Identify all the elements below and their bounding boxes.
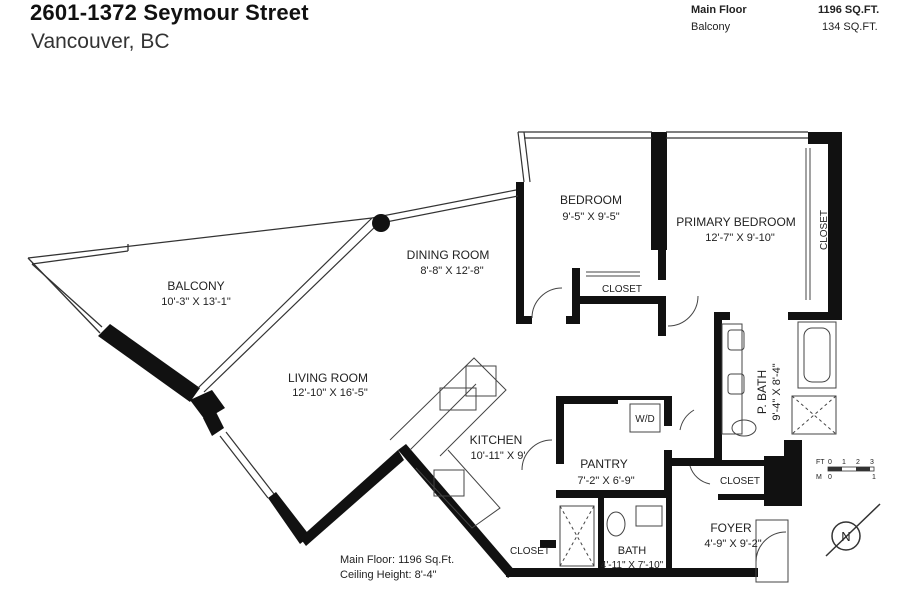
room-foyer-dims: 4'-9" X 9'-2" (704, 538, 761, 550)
svg-text:0: 0 (828, 474, 832, 481)
closet-kitchen-label: CLOSET (510, 546, 550, 557)
room-living-dims: 12'-10" X 16'-5" (292, 387, 368, 399)
closet-foyer-label: CLOSET (720, 476, 760, 487)
svg-text:M: M (816, 474, 822, 481)
structural-column (372, 214, 390, 232)
room-living-name: LIVING ROOM (288, 371, 368, 385)
room-pbath-name: P. BATH (755, 370, 769, 414)
svg-text:3: 3 (870, 459, 874, 466)
room-bath-dims: 4'-11" X 7'-10" (601, 560, 664, 571)
interior-lines (389, 148, 837, 583)
room-balcony-name: BALCONY (167, 279, 224, 293)
room-bath-name: BATH (618, 545, 647, 557)
room-dining-name: DINING ROOM (407, 248, 490, 262)
scale-bar: FT 0 1 2 3 M 0 1 (816, 459, 876, 481)
room-primary-bedroom-dims: 12'-7" X 9'-10" (705, 232, 775, 244)
compass-north-icon: N (825, 503, 881, 557)
closet-bedroom-label: CLOSET (602, 284, 642, 295)
balcony-outline (27, 217, 373, 334)
room-bedroom-name: BEDROOM (560, 193, 622, 207)
washer-dryer-label: W/D (635, 414, 654, 425)
area-value-balcony: 134 SQ.FT. (822, 21, 878, 33)
listing-city: Vancouver, BC (31, 30, 170, 53)
room-kitchen-dims: 10'-11" X 9' (471, 450, 526, 462)
svg-text:2: 2 (856, 459, 860, 466)
closet-primary-label: CLOSET (819, 210, 830, 250)
room-primary-bedroom-name: PRIMARY BEDROOM (676, 215, 796, 229)
svg-text:N: N (841, 529, 850, 544)
svg-text:1: 1 (842, 459, 846, 466)
area-label-balcony: Balcony (691, 21, 731, 33)
window-walls (197, 131, 808, 499)
footer-main-floor: Main Floor: 1196 Sq.Ft. (340, 554, 454, 566)
room-kitchen-name: KITCHEN (470, 433, 523, 447)
room-pantry-name: PANTRY (580, 457, 628, 471)
room-balcony-dims: 10'-3" X 13'-1" (161, 296, 231, 308)
room-pantry-dims: 7'-2" X 6'-9" (577, 475, 634, 487)
listing-address: 2601-1372 Seymour Street (30, 0, 309, 25)
room-bedroom-dims: 9'-5" X 9'-5" (562, 211, 619, 223)
area-label-main-floor: Main Floor (691, 4, 747, 16)
room-pbath-dims: 9'-4" X 8'-4" (771, 363, 783, 420)
room-dining-dims: 8'-8" X 12'-8" (420, 265, 483, 277)
svg-text:0: 0 (828, 459, 832, 466)
area-value-main-floor: 1196 SQ.FT. (818, 4, 880, 16)
exterior-walls (98, 132, 842, 578)
svg-text:1: 1 (872, 474, 876, 481)
footer-ceiling-height: Ceiling Height: 8'-4" (340, 569, 437, 581)
room-foyer-name: FOYER (710, 521, 752, 535)
svg-text:FT: FT (816, 459, 825, 466)
